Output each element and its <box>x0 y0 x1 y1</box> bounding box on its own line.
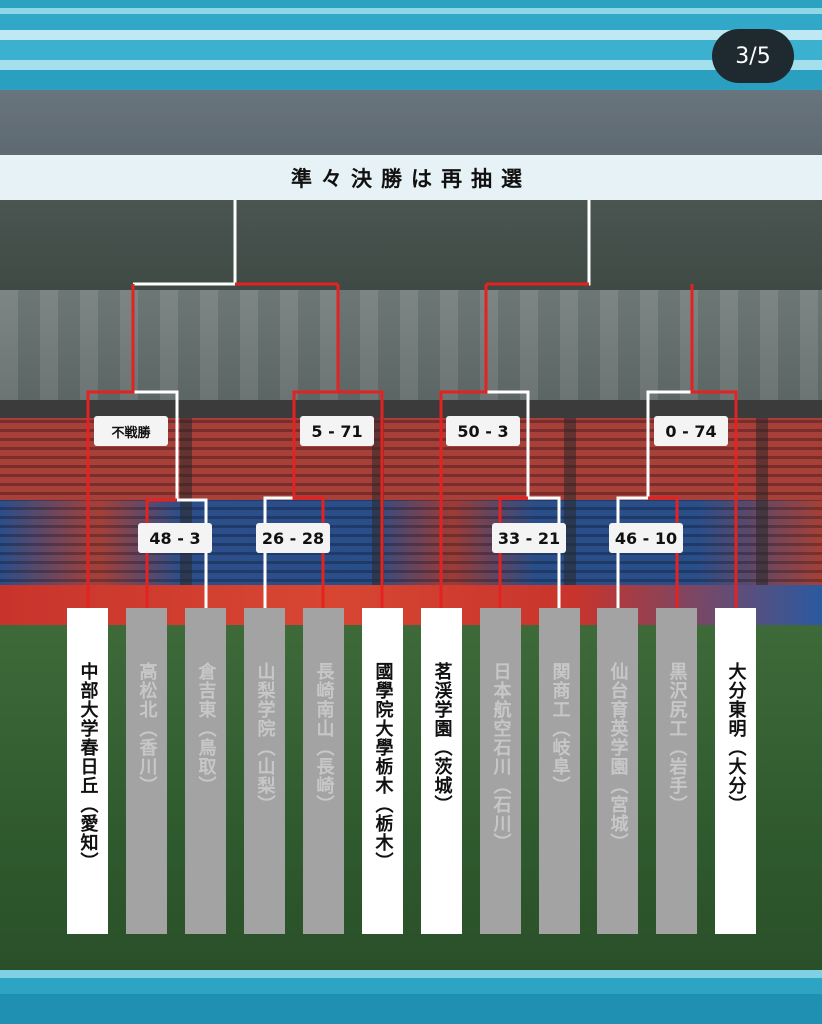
bracket-line <box>498 496 528 608</box>
team-card: 山梨学院（山梨） <box>244 608 285 934</box>
team-card: 仙台育英学園（宮城） <box>597 608 638 934</box>
bracket-title: 準々決勝は再抽選 <box>0 155 822 200</box>
bottom-accent-bar <box>0 970 822 1024</box>
bracket-line <box>439 284 488 608</box>
team-name: 倉吉東（鳥取） <box>195 662 217 795</box>
score-label: 46 - 10 <box>609 523 683 553</box>
page-indicator[interactable]: 3/5 <box>712 29 794 83</box>
stadium-aisles <box>0 418 822 598</box>
bracket-line <box>486 200 591 286</box>
team-card: 黒沢尻工（岩手） <box>656 608 697 934</box>
team-name: 仙台育英学園（宮城） <box>607 662 629 852</box>
team-card: 長崎南山（長崎） <box>303 608 344 934</box>
score-label: 48 - 3 <box>138 523 212 553</box>
bracket-line <box>263 392 296 608</box>
score-label: 26 - 28 <box>256 523 330 553</box>
bracket-line <box>690 284 738 608</box>
score-label: 0 - 74 <box>654 416 728 446</box>
score-label: 33 - 21 <box>492 523 566 553</box>
bracket-line <box>648 496 679 608</box>
score-label: 5 - 71 <box>300 416 374 446</box>
team-name: 黒沢尻工（岩手） <box>666 662 688 814</box>
team-card: 中部大学春日丘（愛知） <box>67 608 108 934</box>
team-card: 日本航空石川（石川） <box>480 608 521 934</box>
bracket-line <box>133 200 237 286</box>
bracket-line <box>336 284 384 608</box>
team-card: 倉吉東（鳥取） <box>185 608 226 934</box>
team-card: 茗渓学園（茨城） <box>421 608 462 934</box>
team-name: 高松北（香川） <box>136 662 158 795</box>
team-card: 高松北（香川） <box>126 608 167 934</box>
top-accent-bar <box>0 0 822 90</box>
team-card: 関商工（岐阜） <box>539 608 580 934</box>
team-name: 日本航空石川（石川） <box>490 662 512 852</box>
team-name: 大分東明（大分） <box>725 662 747 814</box>
score-label: 不戦勝 <box>94 416 168 446</box>
team-name: 長崎南山（長崎） <box>313 662 335 814</box>
bracket-line <box>145 498 177 608</box>
city-skyline <box>0 290 822 400</box>
team-card: 國學院大學栃木（栃木） <box>362 608 403 934</box>
score-label: 50 - 3 <box>446 416 520 446</box>
team-name: 山梨学院（山梨） <box>254 662 276 814</box>
team-name: 中部大学春日丘（愛知） <box>77 662 99 871</box>
bracket-line <box>86 284 135 608</box>
stand-roof <box>0 400 822 420</box>
bracket-lines-red <box>86 282 738 608</box>
team-card: 大分東明（大分） <box>715 608 756 934</box>
team-name: 國學院大學栃木（栃木） <box>372 662 394 871</box>
team-name: 関商工（岐阜） <box>549 662 571 795</box>
team-name: 茗渓学園（茨城） <box>431 662 453 814</box>
